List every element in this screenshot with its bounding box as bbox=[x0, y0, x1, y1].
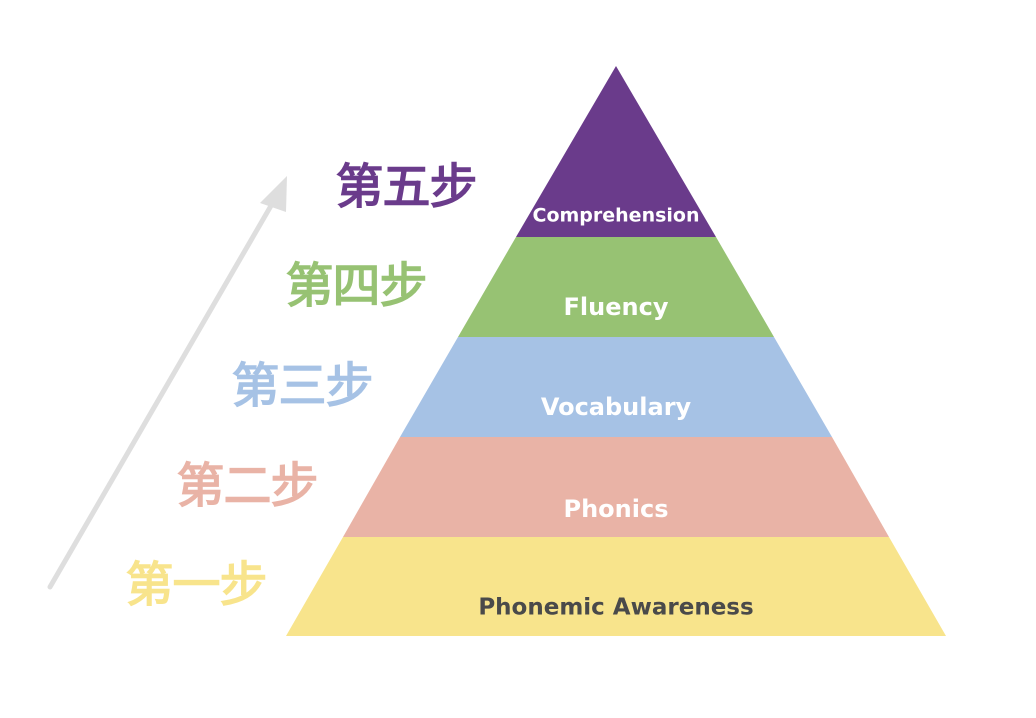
step-labels: 第五步 第四步 第三步 第二步 第一步 bbox=[125, 159, 477, 613]
step-label-1: 第一步 bbox=[125, 557, 266, 613]
tier-label: Phonics bbox=[564, 495, 669, 523]
tier-shape bbox=[516, 66, 716, 237]
step-label-3: 第三步 bbox=[231, 358, 372, 414]
tier-label: Vocabulary bbox=[541, 393, 692, 421]
pyramid-tier-phonemic-awareness: Phonemic Awareness bbox=[286, 537, 946, 636]
pyramid-tier-fluency: Fluency bbox=[458, 237, 774, 337]
pyramid-tier-vocabulary: Vocabulary bbox=[400, 337, 832, 437]
step-label-4: 第四步 bbox=[285, 258, 426, 314]
tier-shape bbox=[286, 537, 946, 636]
tier-shape bbox=[458, 237, 774, 337]
arrow-head-icon bbox=[260, 176, 287, 212]
tier-shape bbox=[343, 437, 889, 537]
arrow-shaft bbox=[47, 201, 275, 590]
progression-arrow bbox=[47, 176, 287, 590]
pyramid: Comprehension Fluency Vocabulary Phonics… bbox=[286, 66, 946, 636]
tier-label: Comprehension bbox=[533, 205, 700, 227]
pyramid-tier-comprehension: Comprehension bbox=[516, 66, 716, 237]
step-label-2: 第二步 bbox=[176, 458, 317, 514]
tier-label: Phonemic Awareness bbox=[478, 595, 753, 621]
step-label-5: 第五步 bbox=[335, 159, 476, 215]
tier-shape bbox=[400, 337, 832, 437]
tier-label: Fluency bbox=[564, 293, 669, 321]
pyramid-tier-phonics: Phonics bbox=[343, 437, 889, 537]
